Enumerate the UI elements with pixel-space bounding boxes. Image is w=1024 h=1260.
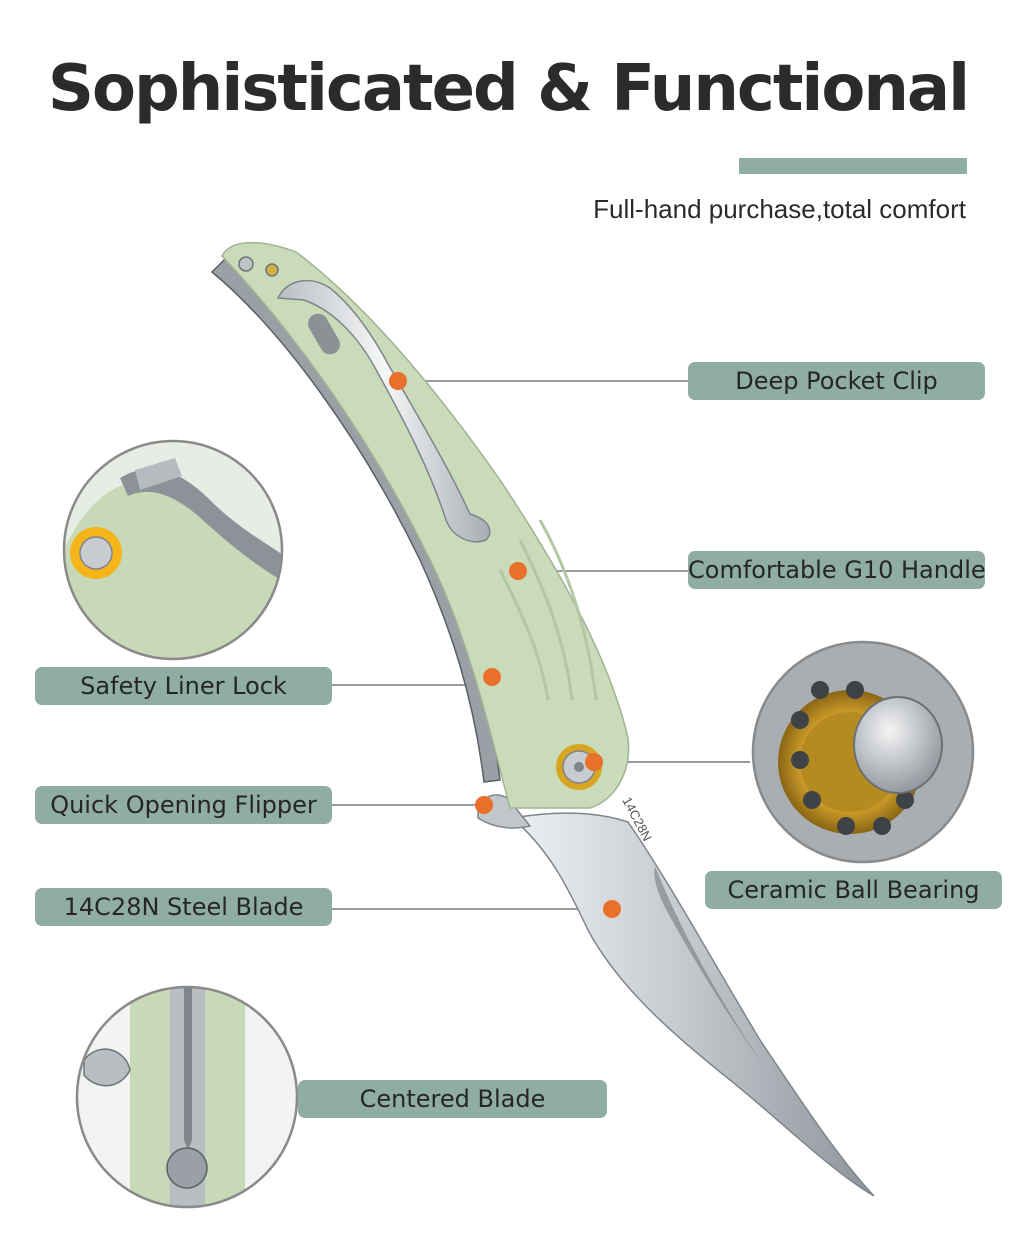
page-subtitle: Full-hand purchase,total comfort xyxy=(593,194,966,224)
blade: 14C28N xyxy=(510,794,875,1197)
centered-blade-detail xyxy=(75,985,299,1209)
title-underline xyxy=(739,158,967,174)
label-bearing: Ceramic Ball Bearing xyxy=(705,871,1002,909)
bearing-detail xyxy=(751,640,975,864)
label-liner-lock: Safety Liner Lock xyxy=(35,667,332,705)
liner-lock-detail xyxy=(62,439,284,661)
page-title: Sophisticated & Functional xyxy=(47,52,970,126)
knife-handle xyxy=(210,242,630,809)
pocket-clip xyxy=(238,256,491,543)
label-centered-blade: Centered Blade xyxy=(298,1080,607,1118)
label-blade-steel: 14C28N Steel Blade xyxy=(35,888,332,926)
label-handle: Comfortable G10 Handle xyxy=(688,551,986,589)
callout-dots xyxy=(389,372,621,918)
label-pocket-clip: Deep Pocket Clip xyxy=(688,362,985,400)
label-flipper: Quick Opening Flipper xyxy=(35,786,332,824)
